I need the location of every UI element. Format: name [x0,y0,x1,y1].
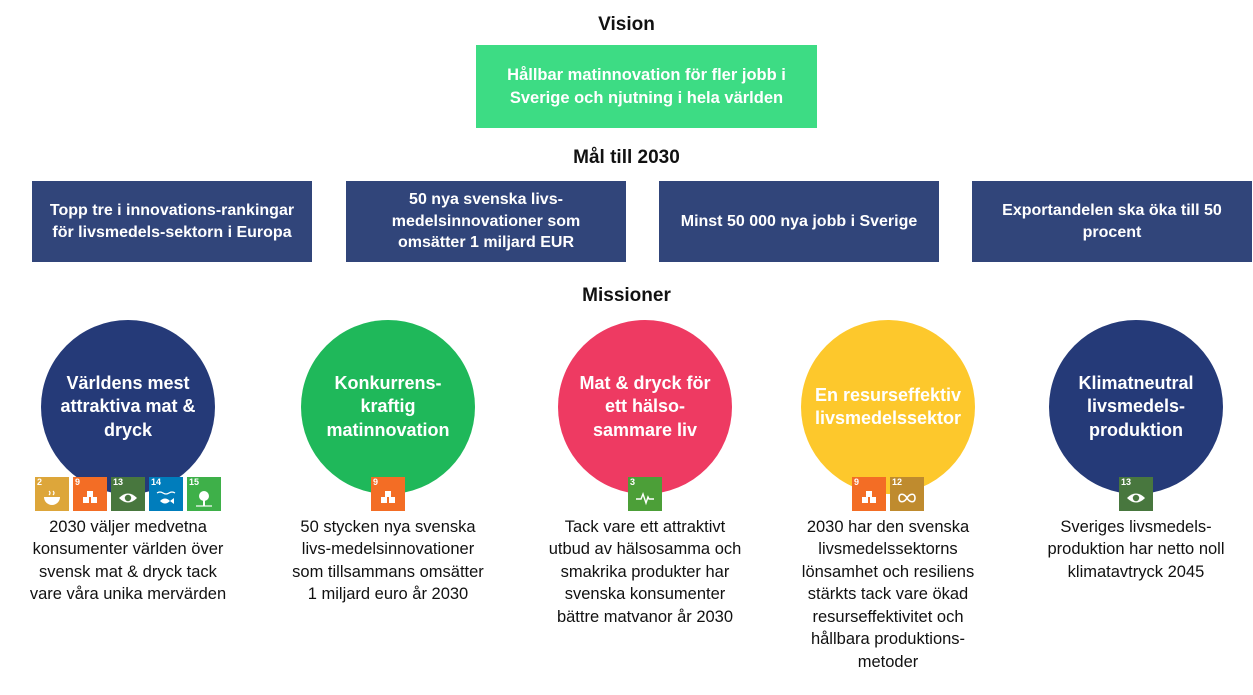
sdg-9-icon: 9 [73,477,107,511]
mission-description: Sveriges livsmedels-produktion har netto… [1047,518,1225,581]
sdg-number: 13 [113,477,124,487]
sdg-number: 12 [892,477,903,487]
mission-circle: Klimatneutral livsmedels-produktion [1049,320,1223,494]
vision-box: Hållbar matinnovation för fler jobb i Sv… [476,45,817,128]
sdg-3-icon: 3 [628,477,662,511]
sdg-9-icon: 9 [852,477,886,511]
sdg-icon-row: 3 [628,477,662,511]
sdg-13-icon: 13 [111,477,145,511]
sdg-number: 9 [854,477,860,487]
sdg-icon-row: 13 [1119,477,1153,511]
sdg-2-icon: 2 [35,477,69,511]
vision-heading: Vision [598,14,655,35]
mission-circle: En resurseffektiv livsmedelssektor [801,320,975,494]
goal-box: Exportandelen ska öka till 50 procent [972,181,1252,262]
sdg-icon-row: 9 12 [852,477,924,511]
goal-box: 50 nya svenska livs-medelsinnovationer s… [346,181,626,262]
sdg-number: 13 [1121,477,1132,487]
sdg-12-icon: 12 [890,477,924,511]
sdg-number: 14 [151,477,162,487]
mission-circle: Mat & dryck för ett hälso-sammare liv [558,320,732,494]
sdg-icon-row: 2 9 13 14 15 [35,477,221,511]
goals-heading: Mål till 2030 [573,147,680,168]
sdg-15-icon: 15 [187,477,221,511]
missions-heading: Missioner [582,285,671,306]
mission-description: 50 stycken nya svenska livs-medelsinnova… [292,518,484,604]
sdg-number: 15 [189,477,200,487]
mission-description: Tack vare ett attraktivt utbud av hälsos… [548,518,742,626]
mission-circle: Världens mest attraktiva mat & dryck [41,320,215,494]
sdg-number: 3 [630,477,636,487]
sdg-14-icon: 14 [149,477,183,511]
mission-circle: Konkurrens-kraftig matinnovation [301,320,475,494]
goal-box: Minst 50 000 nya jobb i Sverige [659,181,939,262]
sdg-9-icon: 9 [371,477,405,511]
mission-description: 2030 har den svenska livsmedelssektorns … [801,518,975,671]
sdg-number: 2 [37,477,43,487]
sdg-number: 9 [75,477,81,487]
sdg-number: 9 [373,477,379,487]
sdg-13-icon: 13 [1119,477,1153,511]
mission-description: 2030 väljer medvetna konsumenter världen… [29,518,227,604]
sdg-icon-row: 9 [371,477,405,511]
goal-box: Topp tre i innovations-rankingar för liv… [32,181,312,262]
